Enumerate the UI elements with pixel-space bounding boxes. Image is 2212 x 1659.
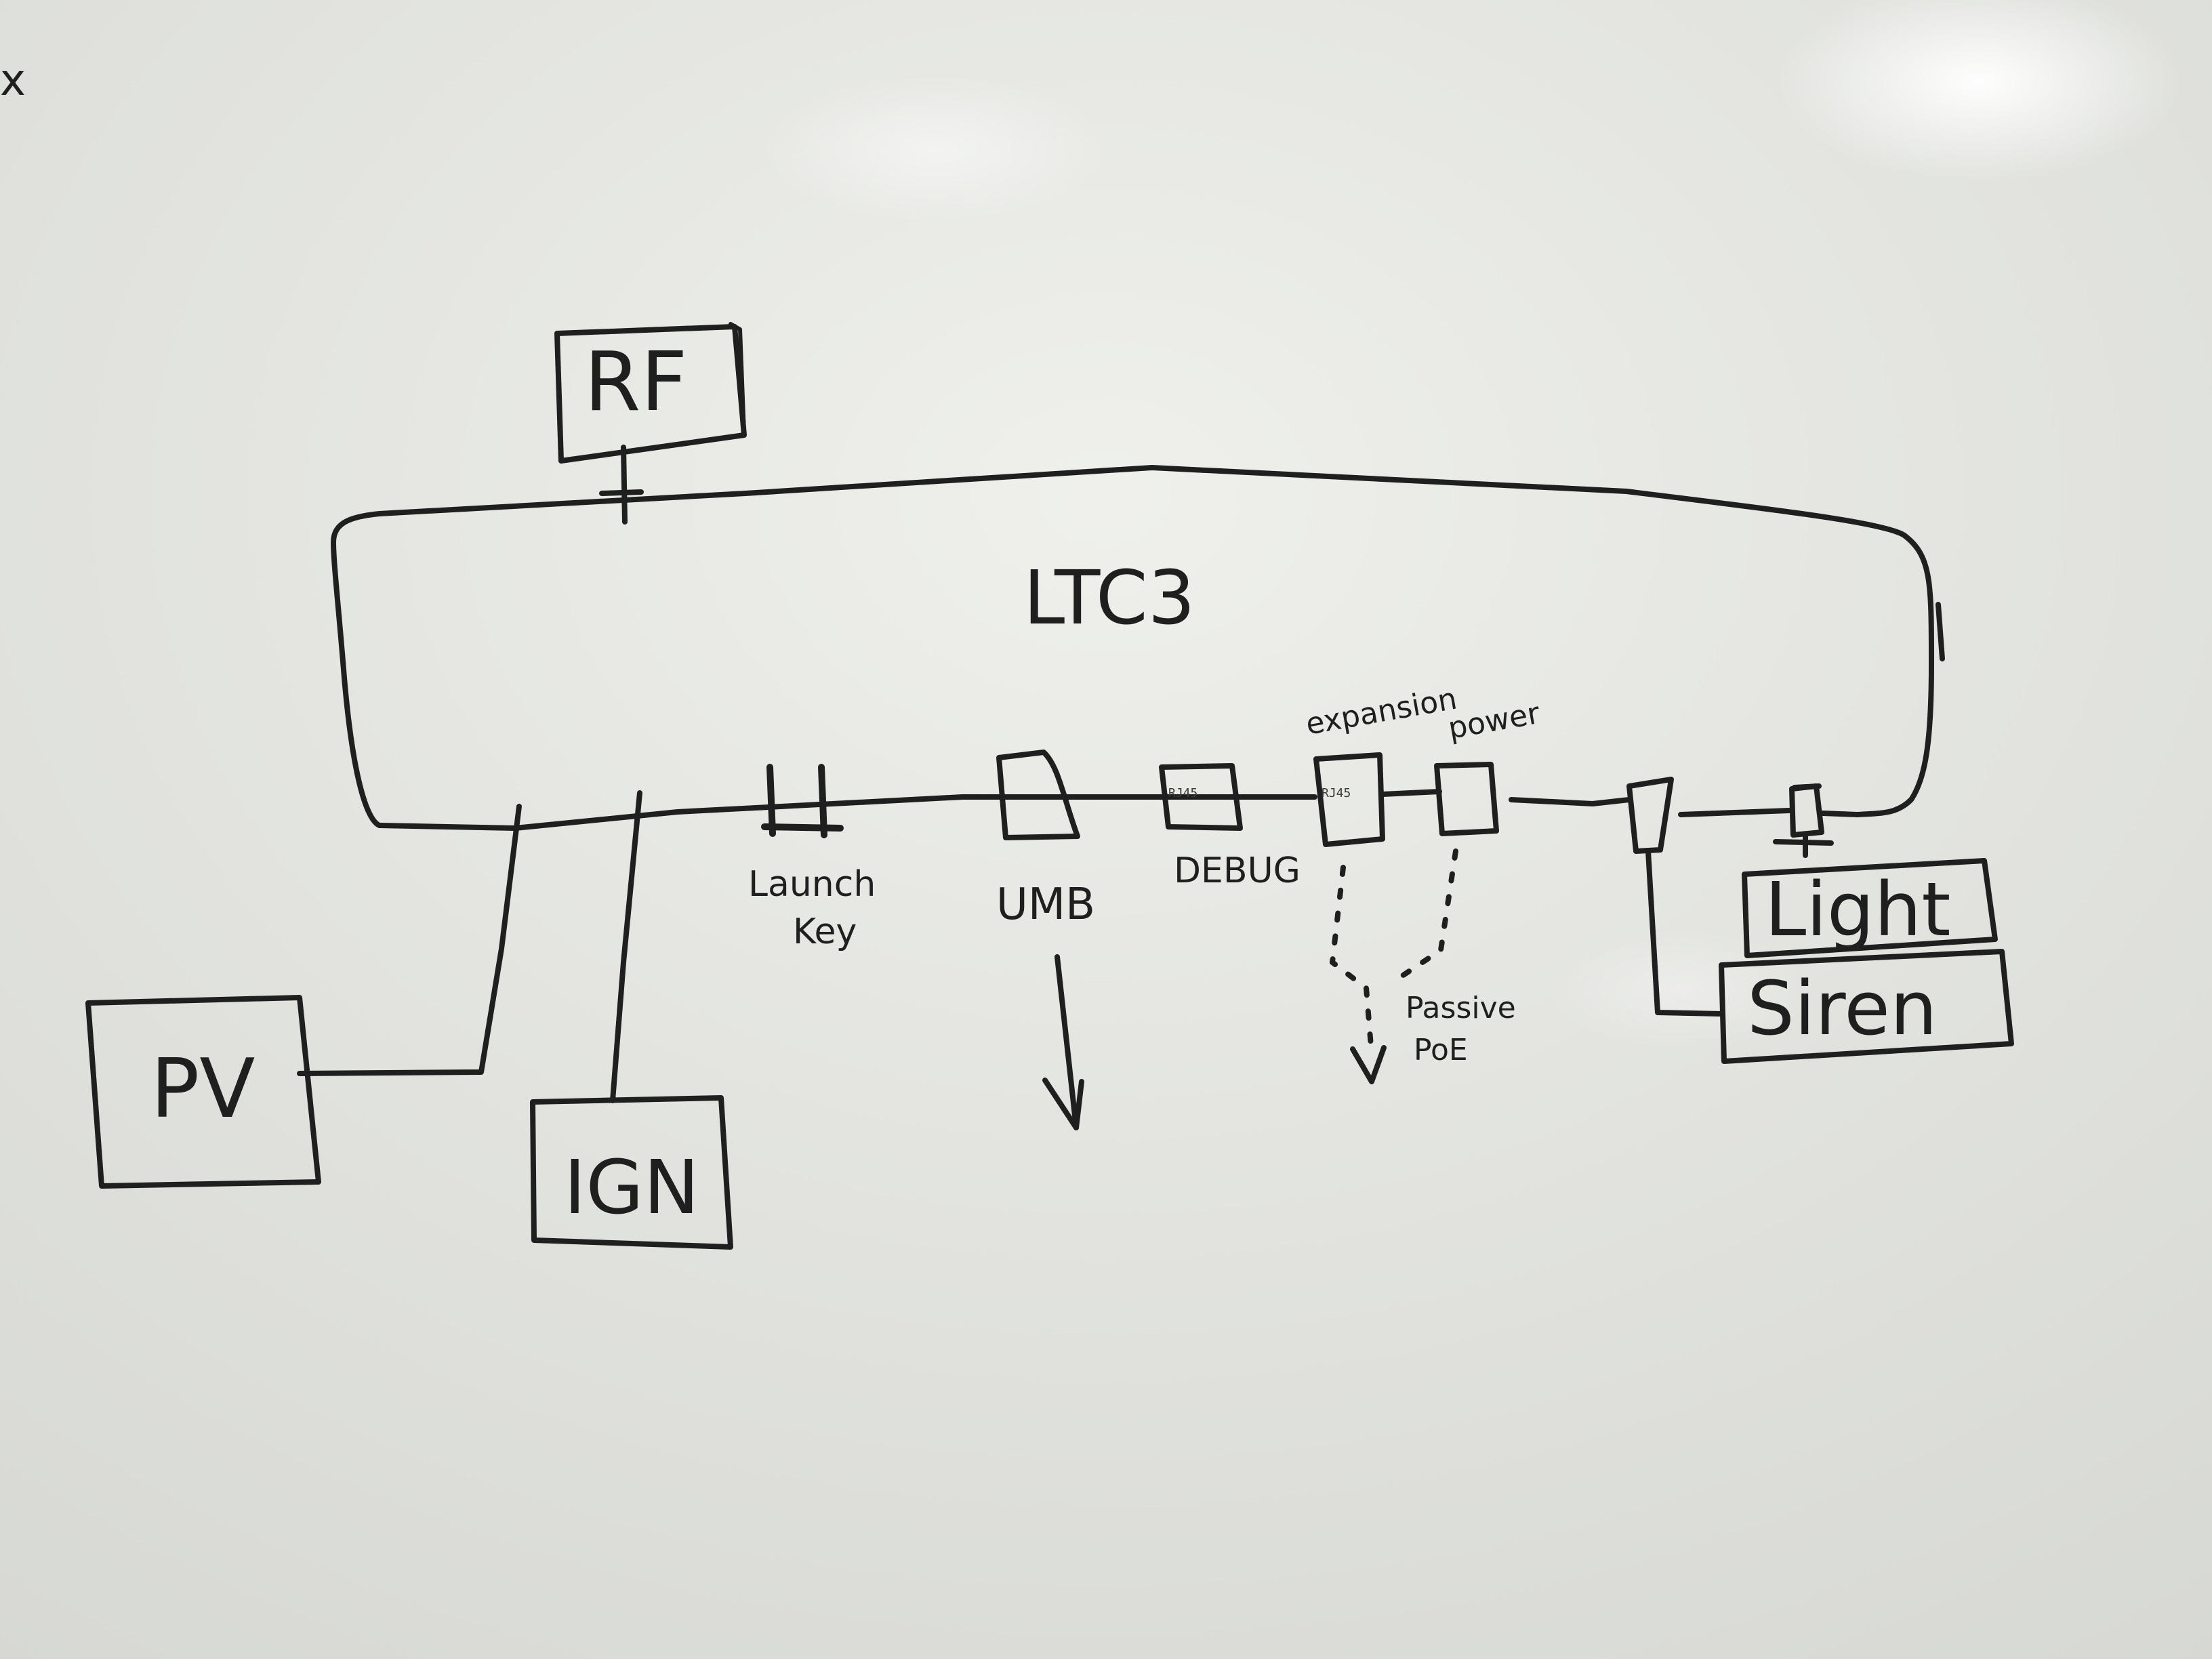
passive-poe-dotted-a [1330,865,1374,1057]
expansion-rj45-mark: RJ45 [1322,786,1351,800]
debug-connector [1159,763,1243,831]
siren-label: Siren [1747,965,1938,1052]
umb-arrow-head [1042,1078,1084,1130]
rf-link [621,445,628,525]
ign-wire [610,790,642,1103]
passive-poe-arrow-head [1350,1045,1387,1084]
light-connector-return [1820,811,1860,817]
siren-wire [1645,848,1724,1017]
glare-mid-right [1545,928,1816,1050]
launch-key-label-2: Key [793,912,857,952]
debug-label: DEBUG [1174,851,1300,891]
light-label: Light [1765,866,1951,953]
pv-box [85,995,321,1189]
launch-key-label-1: Launch [748,864,876,905]
power-to-relay [1509,797,1632,806]
corner-mark: x [0,56,26,106]
debug-rj45-mark: RJ45 [1168,786,1197,800]
ign-label: IGN [564,1144,699,1231]
pv-label: PV [150,1042,255,1136]
siren-box [1719,949,2014,1064]
light-box [1742,858,1998,958]
rf-tick [599,489,644,496]
ltc3-outline [331,465,1934,828]
launch-key-connector [761,764,844,838]
passive-poe-dotted-b [1393,848,1458,983]
siren-connector [1626,777,1674,854]
passive-poe-label-1: Passive [1406,991,1516,1025]
power-connector [1434,762,1499,836]
ltc3-right-tick [1936,602,1945,661]
umb-arrow-shaft [1054,954,1079,1130]
glare-top-right [1776,0,2182,183]
expansion-to-power [1380,789,1442,797]
passive-poe-label-2: PoE [1414,1033,1468,1067]
rf-box [554,322,747,464]
relay-wire-to-light [1678,808,1792,817]
light-connector-top [1792,783,1822,790]
ltc3-label: LTC3 [1023,554,1195,641]
pv-wire [297,804,522,1076]
rf-label: RF [584,335,687,430]
light-connector-foot [1773,839,1834,846]
expansion-connector [1313,752,1385,847]
glare-top-center [759,75,1111,224]
ign-box [530,1095,733,1250]
umb-label: UMB [996,880,1095,930]
umb-connector [996,750,1080,840]
